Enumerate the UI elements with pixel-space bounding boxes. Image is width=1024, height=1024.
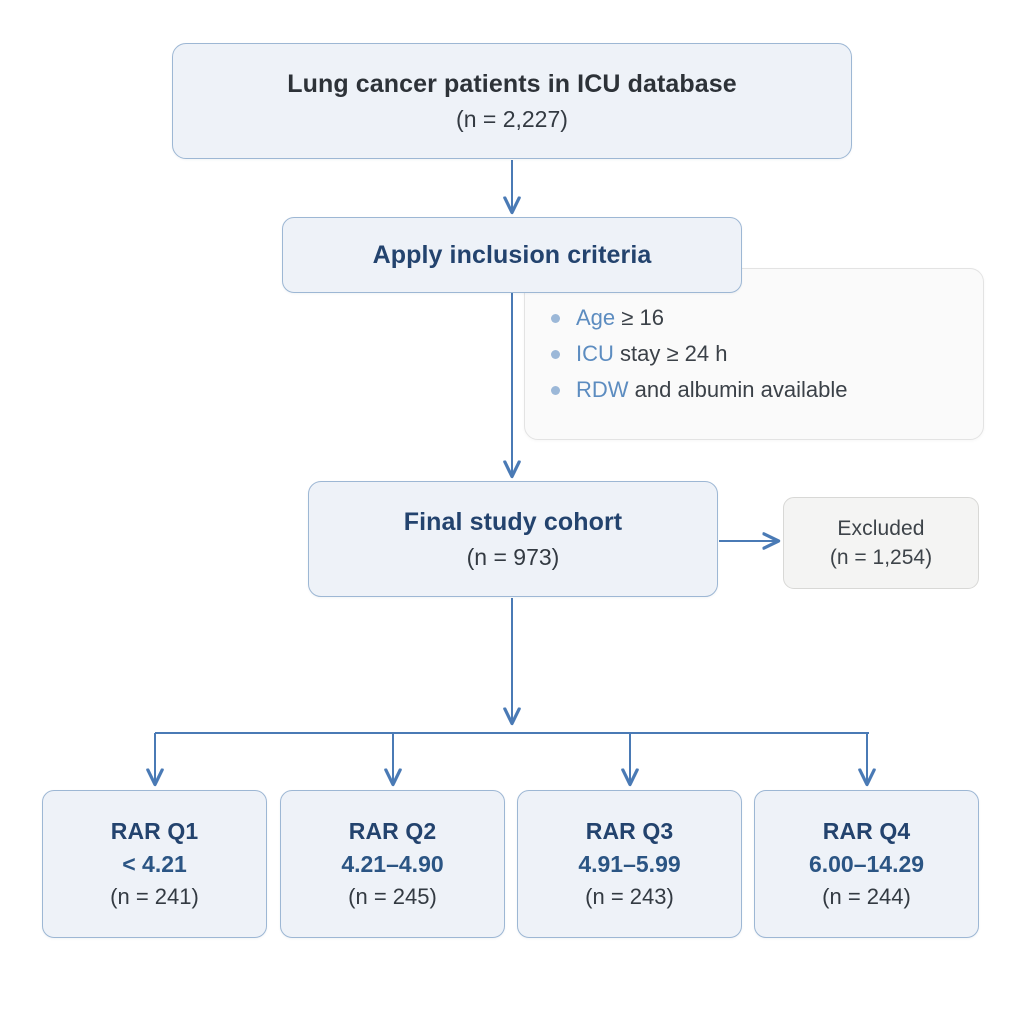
node-rar-quartile-2: RAR Q2 4.21–4.90 (n = 245)	[280, 790, 505, 938]
criteria-item-rest: stay ≥ 24 h	[613, 341, 728, 366]
quartile-count: (n = 241)	[110, 884, 199, 909]
bullet-icon	[551, 349, 560, 359]
node-cohort-count: (n = 973)	[466, 543, 560, 570]
node-excluded-count: (n = 1,254)	[829, 545, 933, 569]
criteria-item: ICU stay ≥ 24 h	[551, 343, 983, 365]
node-source-population: Lung cancer patients in ICU database (n …	[172, 43, 852, 159]
quartile-title: RAR Q3	[585, 818, 674, 844]
criteria-item-accent: ICU	[576, 341, 614, 366]
quartile-count: (n = 244)	[822, 884, 911, 909]
criteria-item-accent: Age	[576, 305, 616, 330]
node-source-title: Lung cancer patients in ICU database	[287, 69, 737, 98]
criteria-item: Age ≥ 16	[551, 307, 983, 329]
node-source-count: (n = 2,227)	[456, 105, 568, 132]
quartile-count: (n = 243)	[585, 884, 674, 909]
node-final-study-cohort: Final study cohort (n = 973)	[308, 481, 718, 597]
criteria-item-text: RDW and albumin available	[576, 379, 847, 401]
node-excluded: Excluded (n = 1,254)	[783, 497, 979, 589]
quartile-count: (n = 245)	[348, 884, 437, 909]
criteria-item-rest: ≥ 16	[615, 305, 664, 330]
quartile-title: RAR Q4	[822, 818, 911, 844]
bullet-icon	[551, 385, 560, 395]
node-rar-quartile-3: RAR Q3 4.91–5.99 (n = 243)	[517, 790, 742, 938]
criteria-item-text: Age ≥ 16	[576, 307, 664, 329]
node-apply-inclusion-criteria: Apply inclusion criteria	[282, 217, 742, 293]
bullet-icon	[551, 313, 560, 323]
criteria-item-accent: RDW	[576, 377, 629, 402]
quartile-range: < 4.21	[122, 851, 187, 877]
inclusion-criteria-panel: Age ≥ 16 ICU stay ≥ 24 h RDW and albumin…	[524, 268, 984, 440]
quartile-range: 4.91–5.99	[578, 851, 681, 877]
quartile-range: 4.21–4.90	[341, 851, 444, 877]
quartile-range: 6.00–14.29	[808, 851, 925, 877]
node-rar-quartile-1: RAR Q1 < 4.21 (n = 241)	[42, 790, 267, 938]
criteria-item-text: ICU stay ≥ 24 h	[576, 343, 727, 365]
quartile-title: RAR Q2	[348, 818, 437, 844]
quartile-title: RAR Q1	[110, 818, 199, 844]
criteria-item-rest: and albumin available	[628, 377, 848, 402]
node-rar-quartile-4: RAR Q4 6.00–14.29 (n = 244)	[754, 790, 979, 938]
criteria-item: RDW and albumin available	[551, 379, 983, 401]
node-excluded-title: Excluded	[837, 516, 925, 540]
node-cohort-title: Final study cohort	[403, 507, 623, 536]
node-criteria-title: Apply inclusion criteria	[372, 240, 652, 269]
